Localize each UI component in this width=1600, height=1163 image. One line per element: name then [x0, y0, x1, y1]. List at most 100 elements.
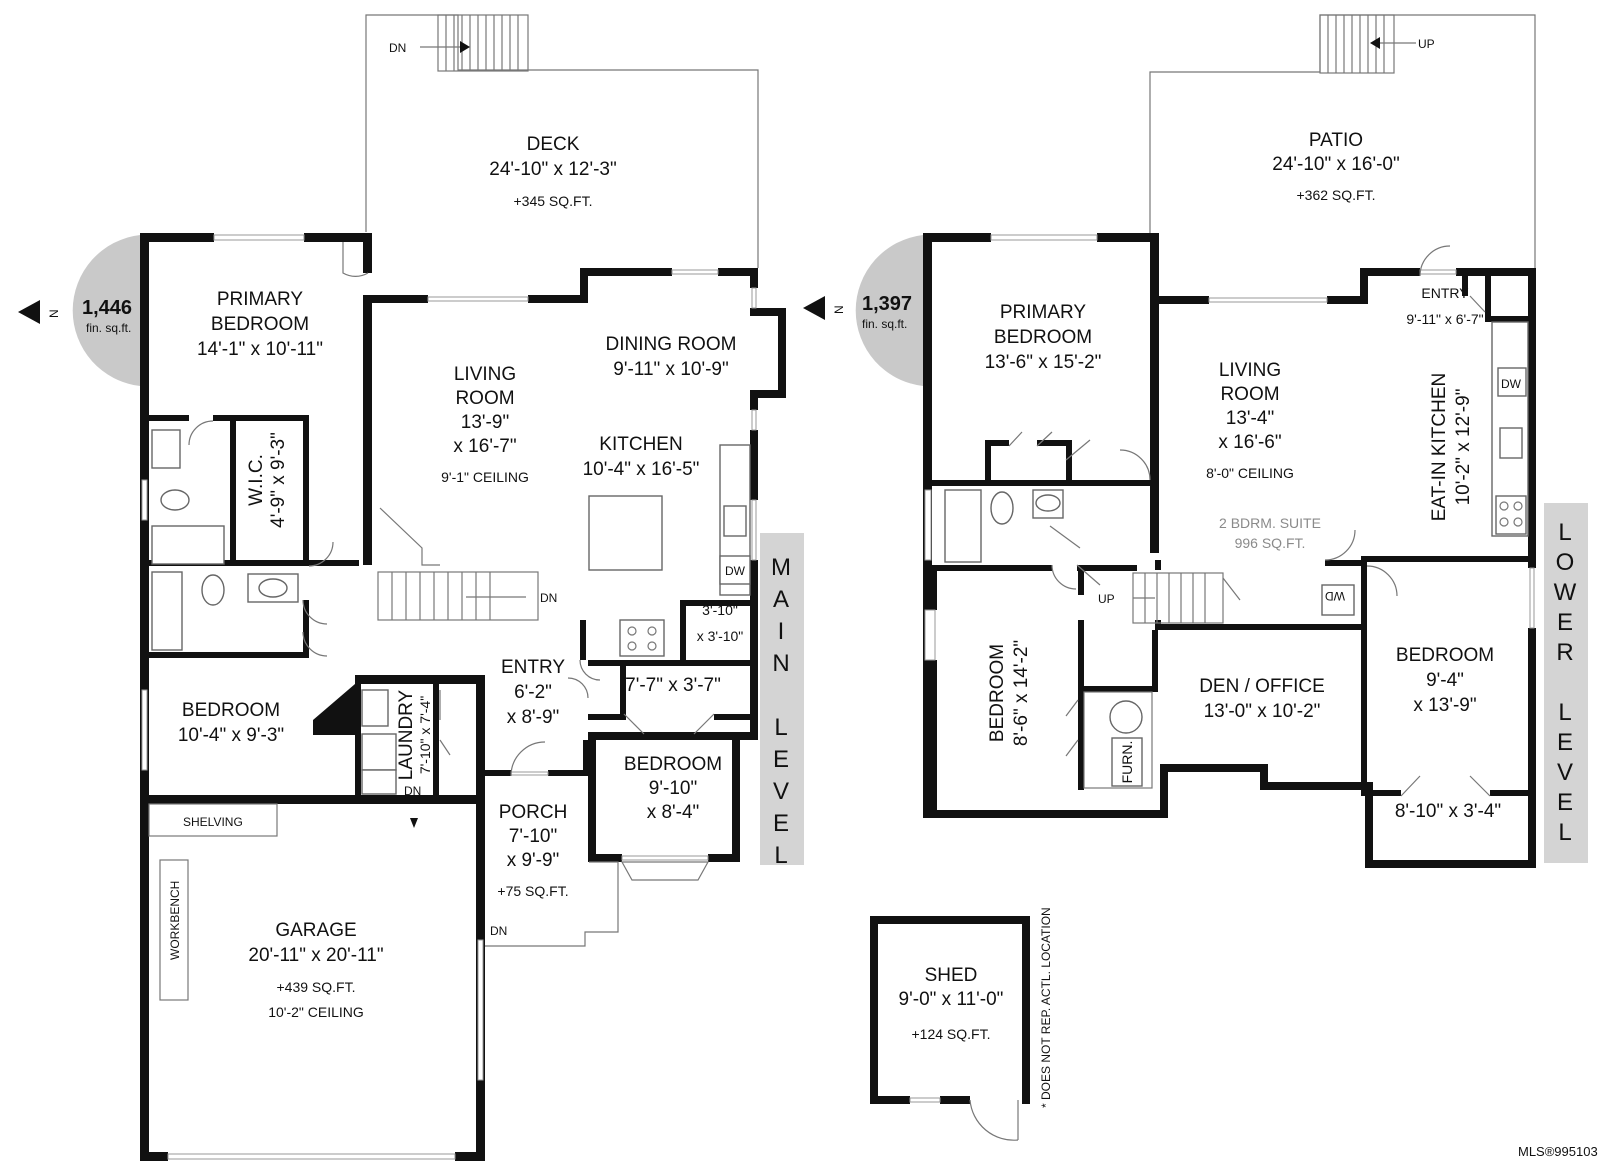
main-level-plan: DN	[18, 14, 804, 1161]
main-room-3-line-1: 9'-11" x 10'-9"	[613, 359, 728, 380]
main-windows	[141, 234, 757, 1160]
lower-room-1-line-0: PRIMARY	[1000, 302, 1087, 323]
washer-dryer	[1321, 584, 1355, 616]
main-room-6-line-1: 10'-4" x 9'-3"	[178, 725, 284, 746]
lower-dishwasher-label: DW	[1501, 377, 1522, 391]
main-room-3-line-0: DINING ROOM	[606, 334, 737, 355]
lower-north-badge: N 1,397 fin. sq.ft.	[803, 235, 923, 386]
main-level-letters-letter-1: A	[773, 586, 791, 613]
lower-level-letters-letter-8: V	[1557, 759, 1575, 786]
shed-plan: * DOES NOT REP. ACTL. LOCATION SHED9'-0"…	[870, 907, 1053, 1141]
main-level-letters-letter-7: V	[773, 778, 791, 805]
main-room-11-line-2: x 8'-4"	[647, 802, 700, 823]
deck-stair-arrow	[460, 41, 470, 53]
main-room-13-line-2: +439 SQ.FT.	[277, 979, 356, 995]
stove	[619, 619, 665, 657]
bedroom-bay-window	[620, 861, 710, 881]
main-room-5-line-1: 4'-9" x 9'-3"	[268, 432, 289, 528]
lower-room-2-line-2: 13'-4"	[1226, 408, 1274, 429]
lower-bath-fixtures	[944, 489, 1064, 563]
main-level-letters-letter-8: E	[773, 810, 791, 837]
lower-room-7-line-1: 9'-4"	[1426, 670, 1464, 691]
main-room-7-line-0: LAUNDRY	[396, 689, 417, 780]
lower-room-3-line-0: ENTRY	[1421, 285, 1469, 301]
lower-stairs	[1132, 572, 1241, 624]
main-room-2-line-2: 13'-9"	[461, 412, 509, 433]
lower-room-7-line-2: x 13'-9"	[1413, 695, 1476, 716]
main-room-4-line-0: KITCHEN	[599, 434, 682, 455]
main-sqft-unit: fin. sq.ft.	[86, 321, 131, 335]
shelving-label: SHELVING	[183, 815, 243, 829]
main-room-13-line-3: 10'-2" CEILING	[268, 1004, 364, 1020]
lower-room-9-line-0: FURN.	[1119, 741, 1135, 784]
main-room-7-line-1: 7'-10" x 7'-4"	[417, 696, 433, 774]
suite-sqft: 996 SQ.FT.	[1235, 535, 1306, 551]
lower-level-plan: UP	[803, 14, 1588, 868]
lower-door-swings	[1008, 245, 1491, 797]
garage-workbench	[159, 859, 189, 1001]
main-room-12-line-3: +75 SQ.FT.	[497, 883, 568, 899]
main-room-13-line-1: 20'-11" x 20'-11"	[248, 945, 383, 966]
main-stairs	[377, 507, 539, 621]
lower-level-bar	[1544, 503, 1588, 863]
main-room-12-line-1: 7'-10"	[509, 826, 557, 847]
lower-room-1-line-2: 13'-6" x 15'-2"	[985, 352, 1102, 373]
main-room-1-line-2: 14'-1" x 10'-11"	[197, 339, 323, 360]
lower-sqft-unit: fin. sq.ft.	[862, 317, 907, 331]
lower-level-letters-letter-2: W	[1554, 579, 1579, 606]
lower-room-8-line-0: 8'-10" x 3'-4"	[1395, 801, 1501, 822]
dishwasher	[719, 555, 751, 585]
main-room-10-line-1: x 3'-10"	[697, 628, 744, 644]
main-level-letters-letter-0: M	[771, 554, 793, 581]
main-room-9-line-0: 7'-7" x 3'-7"	[625, 675, 721, 696]
lower-room-0-line-0: PATIO	[1309, 130, 1363, 151]
main-north-label: N	[47, 309, 61, 318]
lower-room-7-line-0: BEDROOM	[1396, 645, 1494, 666]
lower-room-4-line-1: 10'-2" x 12'-9"	[1453, 389, 1474, 506]
main-door-swings	[188, 242, 715, 777]
main-level-bar	[760, 533, 804, 865]
garage-shelving	[148, 803, 278, 837]
main-north-badge: N 1,446 fin. sq.ft.	[18, 235, 140, 386]
main-stair-dn-label: DN	[540, 591, 557, 605]
mls-number: MLS®995103	[1518, 1144, 1598, 1159]
main-room-1-line-0: PRIMARY	[217, 289, 304, 310]
main-level-letters-letter-3: N	[772, 650, 791, 677]
main-room-4-line-1: 10'-4" x 16'-5"	[583, 459, 700, 480]
shed-line-2: +124 SQ.FT.	[912, 1026, 991, 1042]
main-room-2-line-3: x 16'-7"	[453, 436, 516, 457]
main-room-2-line-1: ROOM	[455, 388, 514, 409]
lower-room-1-line-1: BEDROOM	[994, 327, 1092, 348]
patio-stair-arrow	[1370, 37, 1380, 49]
main-room-0-line-0: DECK	[527, 134, 580, 155]
lower-room-0-line-2: +362 SQ.FT.	[1297, 187, 1376, 203]
garage-dn-label: DN	[490, 924, 507, 938]
water-heater	[1109, 700, 1143, 734]
lower-room-4-line-0: EAT-IN KITCHEN	[1429, 373, 1450, 522]
lower-interior-walls	[932, 276, 1531, 796]
laundry-wall-wedge	[313, 684, 355, 735]
main-room-2-line-4: 9'-1" CEILING	[441, 469, 529, 485]
patio-outline	[1149, 14, 1536, 268]
lower-room-0-line-1: 24'-10" x 16'-0"	[1272, 154, 1399, 175]
main-level-letters-letter-2: I	[778, 618, 787, 645]
lower-level-letters-letter-7: E	[1557, 729, 1575, 756]
suite-label: 2 BDRM. SUITE	[1219, 515, 1321, 531]
lower-stove	[1495, 495, 1527, 535]
lower-dishwasher	[1497, 367, 1527, 397]
main-room-8-line-1: 6'-2"	[514, 682, 552, 703]
lower-room-2-line-1: ROOM	[1220, 384, 1279, 405]
lower-level-letters-letter-1: O	[1556, 549, 1577, 576]
main-room-12-line-2: x 9'-9"	[507, 850, 560, 871]
lower-level-letters-letter-9: E	[1557, 789, 1575, 816]
main-sqft-value: 1,446	[82, 297, 132, 319]
washer-dryer-label: WD	[1325, 589, 1345, 603]
main-room-8-line-0: ENTRY	[501, 657, 565, 678]
lower-room-5-line-1: 8'-6" x 14'-2"	[1011, 640, 1032, 746]
workbench-label: WORKBENCH	[168, 881, 182, 960]
lower-windows	[924, 234, 1535, 661]
